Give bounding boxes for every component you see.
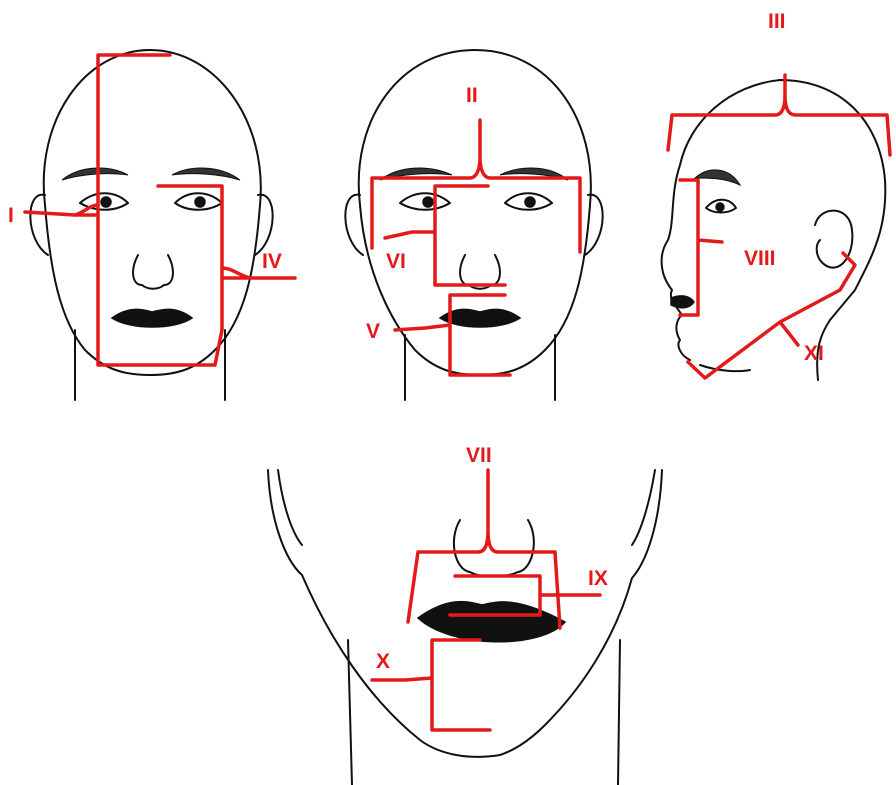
zone-label-IX: IX: [588, 567, 608, 590]
face-profile: III VIII XI: [662, 10, 890, 380]
mouth: [440, 309, 520, 327]
neck: [405, 335, 555, 400]
left-pupil: [423, 197, 433, 207]
eyebrow: [695, 170, 740, 185]
zone-label-VIII: VIII: [744, 247, 776, 270]
zone-label-IV: IV: [262, 250, 282, 273]
zone-III-outline: [668, 75, 890, 155]
right-ear-edge: [632, 470, 655, 545]
zone-label-III: III: [768, 10, 786, 33]
zone-label-I: I: [8, 204, 14, 227]
left-eyebrow: [62, 168, 128, 180]
zone-label-VII: VII: [466, 444, 492, 467]
right-pupil: [195, 197, 205, 207]
zone-label-XI: XI: [804, 342, 824, 365]
pupil: [716, 203, 724, 211]
zone-label-II: II: [466, 84, 478, 107]
face-front-left: I IV: [8, 50, 295, 400]
left-ear-edge: [278, 470, 302, 545]
right-pupil: [525, 197, 535, 207]
zone-V-outline: [395, 295, 510, 375]
zone-XI-outline: [688, 253, 855, 378]
jaw: [700, 365, 750, 371]
nose: [454, 520, 534, 577]
face-lower-closeup: VII IX X: [268, 444, 662, 785]
mouth: [418, 602, 565, 642]
zone-label-V: V: [366, 320, 380, 343]
face-front-middle: II VI V: [345, 50, 602, 400]
right-eyebrow: [172, 168, 240, 180]
zone-label-VI: VI: [386, 250, 406, 273]
mouth: [671, 296, 694, 308]
left-pupil: [101, 197, 111, 207]
zone-label-X: X: [376, 650, 390, 673]
mouth: [112, 309, 192, 327]
nose: [133, 255, 173, 289]
